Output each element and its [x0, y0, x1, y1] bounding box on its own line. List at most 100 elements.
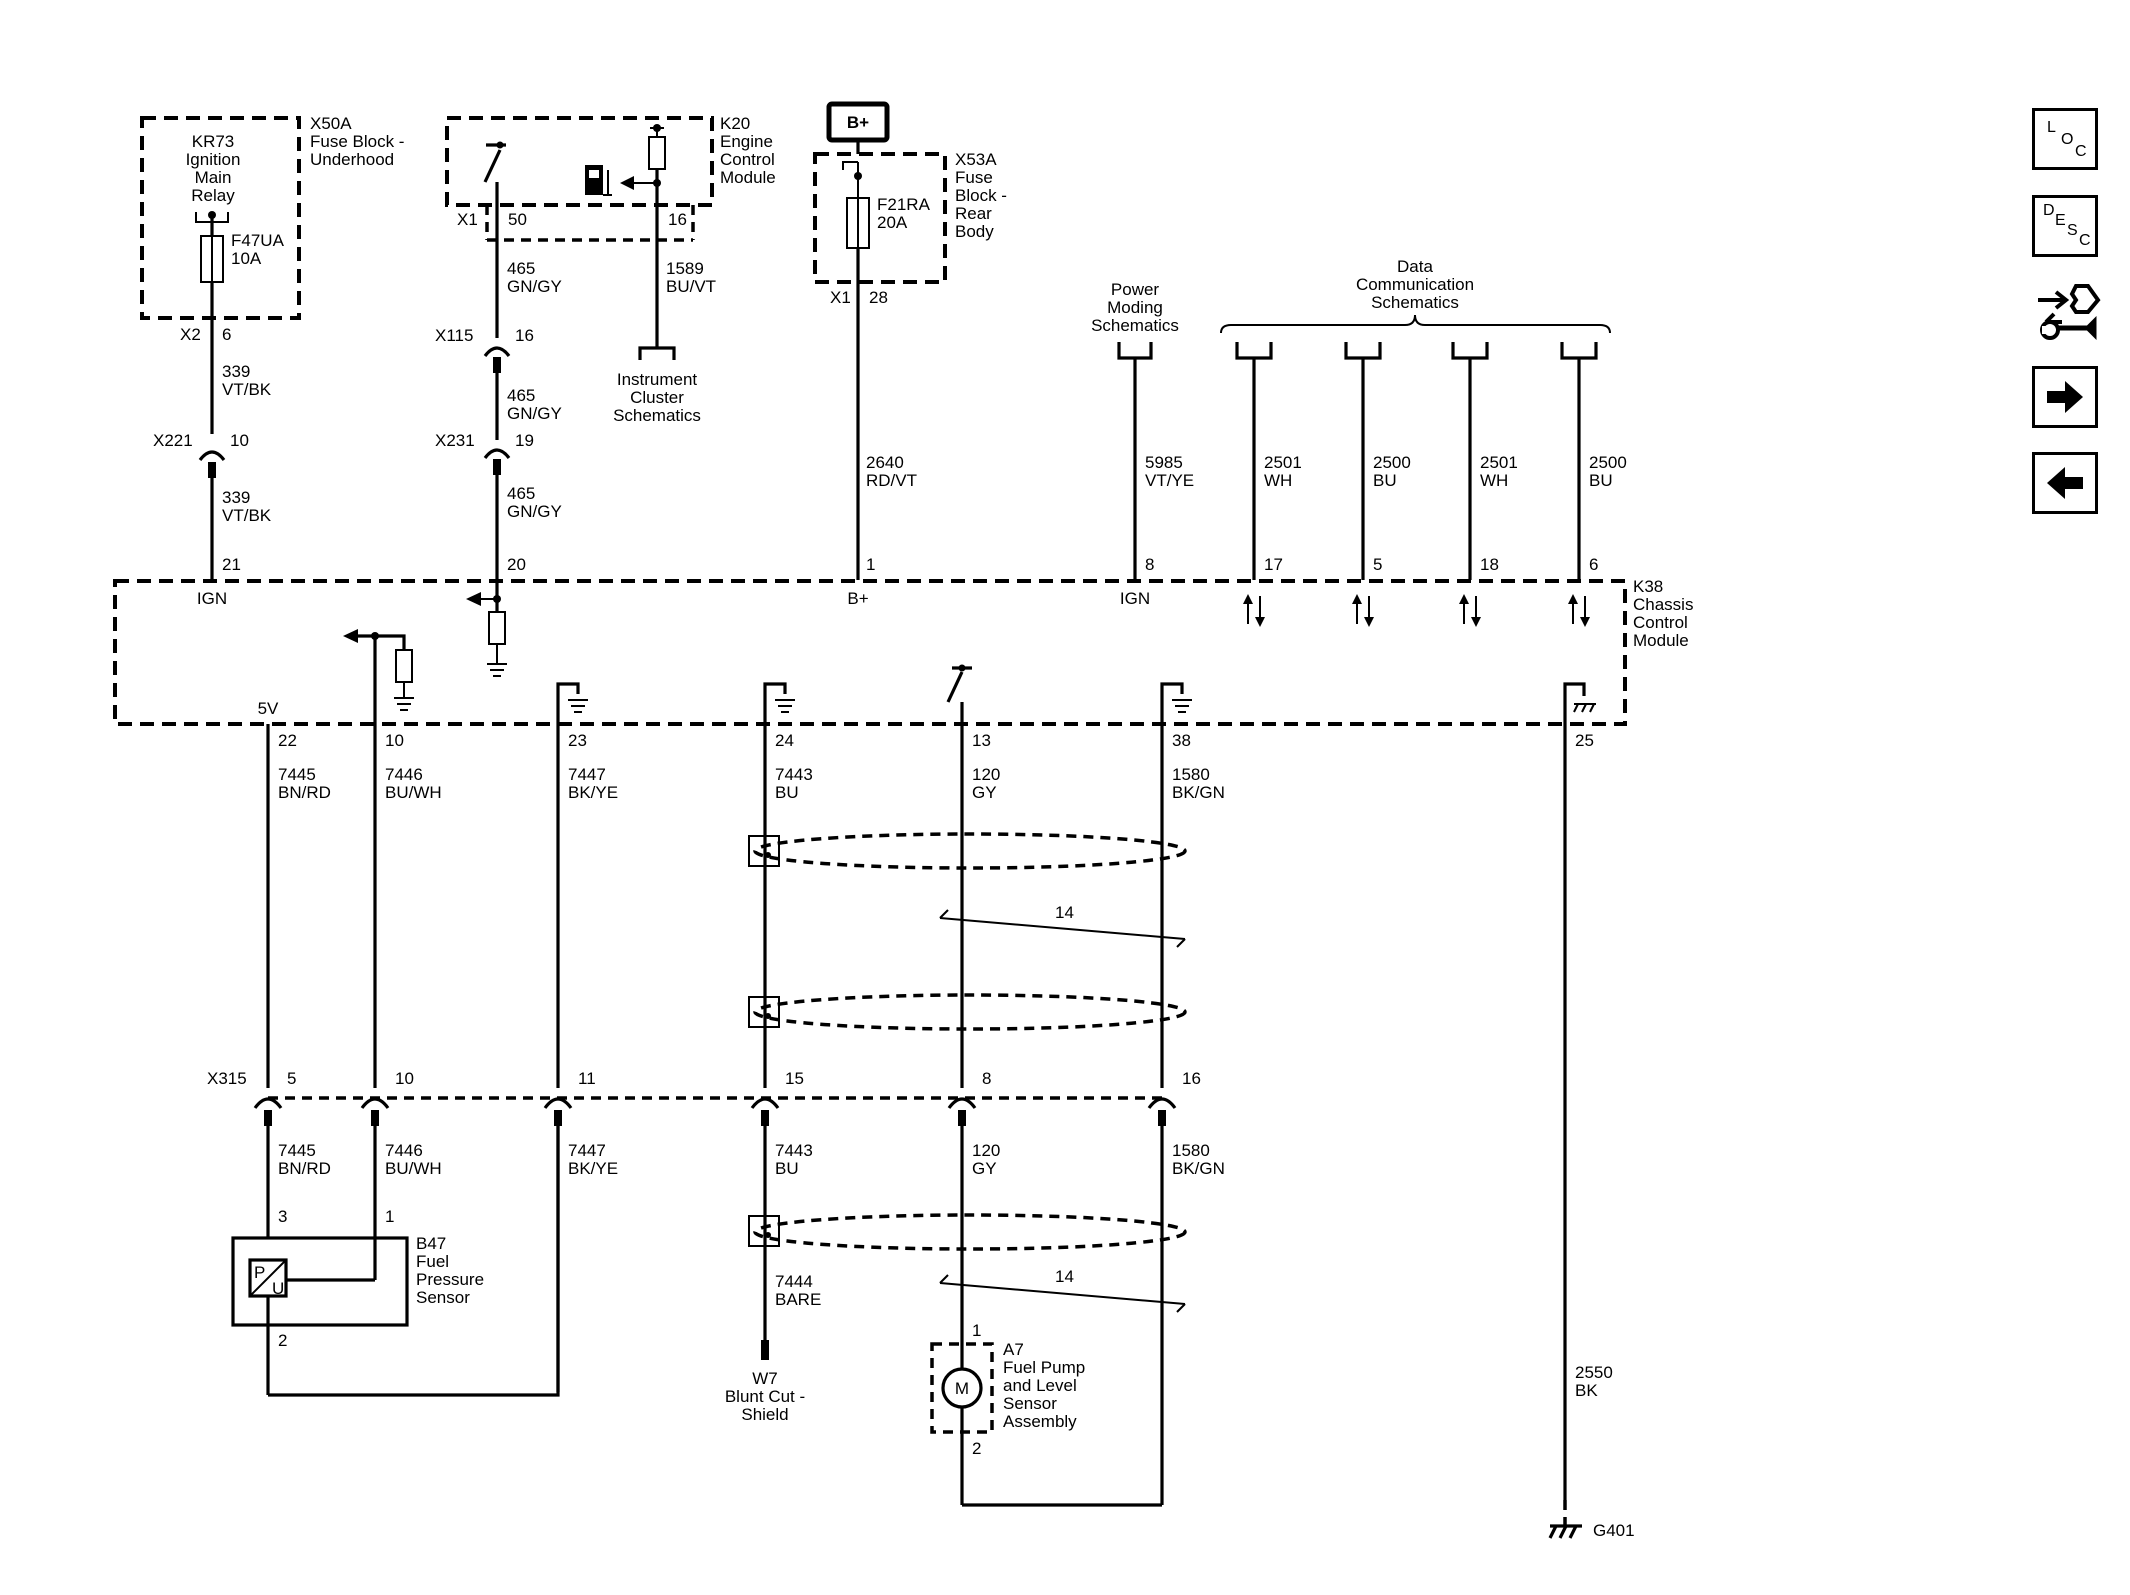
svg-text:Main: Main — [195, 168, 232, 187]
svg-text:Communication: Communication — [1356, 275, 1474, 294]
svg-text:465: 465 — [507, 259, 535, 278]
x53a-fuse-block: B+ X53A Fuse Block - Rear Body F21RA 20A… — [813, 101, 1007, 580]
svg-text:Assembly: Assembly — [1003, 1412, 1077, 1431]
svg-text:GN/GY: GN/GY — [507, 277, 562, 296]
svg-text:16: 16 — [1182, 1069, 1201, 1088]
svg-text:1580: 1580 — [1172, 765, 1210, 784]
svg-text:Shield: Shield — [741, 1405, 788, 1424]
svg-text:Control: Control — [720, 150, 775, 169]
svg-text:Body: Body — [955, 222, 994, 241]
svg-text:2501: 2501 — [1264, 453, 1302, 472]
loc-letter-o: O — [2061, 131, 2074, 148]
svg-text:GY: GY — [972, 783, 997, 802]
desc-letter-c: C — [2079, 232, 2091, 249]
x50a-fuse-block: X50A Fuse Block - Underhood KR73 Ignitio… — [140, 114, 404, 320]
svg-text:2500: 2500 — [1373, 453, 1411, 472]
svg-text:8: 8 — [1145, 555, 1154, 574]
svg-text:13: 13 — [972, 731, 991, 750]
svg-text:Module: Module — [1633, 631, 1689, 650]
connector-wrench-button[interactable] — [2032, 278, 2102, 344]
previous-page-button[interactable] — [2032, 452, 2098, 514]
svg-text:2640: 2640 — [866, 453, 904, 472]
svg-text:339: 339 — [222, 488, 250, 507]
svg-text:VT/YE: VT/YE — [1145, 471, 1194, 490]
fuel-pump-icon — [585, 165, 612, 196]
svg-text:F47UA: F47UA — [231, 231, 285, 250]
svg-text:GY: GY — [972, 1159, 997, 1178]
svg-text:Schematics: Schematics — [1091, 316, 1179, 335]
svg-text:7443: 7443 — [775, 765, 813, 784]
svg-text:14: 14 — [1055, 1267, 1074, 1286]
svg-text:Relay: Relay — [191, 186, 235, 205]
svg-text:15: 15 — [785, 1069, 804, 1088]
svg-text:BN/RD: BN/RD — [278, 1159, 331, 1178]
svg-text:GN/GY: GN/GY — [507, 404, 562, 423]
svg-text:Control: Control — [1633, 613, 1688, 632]
svg-text:B+: B+ — [847, 589, 868, 608]
svg-text:RD/VT: RD/VT — [866, 471, 917, 490]
svg-text:7445: 7445 — [278, 765, 316, 784]
svg-text:17: 17 — [1264, 555, 1283, 574]
svg-text:BK: BK — [1575, 1381, 1598, 1400]
svg-text:Blunt Cut -: Blunt Cut - — [725, 1387, 805, 1406]
x315-connector: X315 5 10 11 15 8 16 — [207, 1069, 1201, 1126]
svg-text:K20: K20 — [720, 114, 750, 133]
svg-text:Data: Data — [1397, 257, 1433, 276]
connector-wrench-icon — [2038, 284, 2101, 341]
svg-text:X2: X2 — [180, 325, 201, 344]
lower-circuit-pins: 22 10 23 24 13 38 25 — [278, 731, 1594, 750]
svg-text:24: 24 — [775, 731, 794, 750]
svg-text:465: 465 — [507, 484, 535, 503]
svg-text:18: 18 — [1480, 555, 1499, 574]
svg-text:KR73: KR73 — [192, 132, 235, 151]
svg-text:F21RA: F21RA — [877, 195, 931, 214]
svg-text:Instrument: Instrument — [617, 370, 698, 389]
svg-text:WH: WH — [1264, 471, 1292, 490]
shielded-twisted-pair-upper: 14 — [748, 832, 1187, 1031]
w7-shield: 7444 BARE W7 Blunt Cut - Shield — [725, 1272, 821, 1424]
svg-text:16: 16 — [668, 210, 687, 229]
svg-text:21: 21 — [222, 555, 241, 574]
svg-text:X50A: X50A — [310, 114, 352, 133]
svg-text:7446: 7446 — [385, 1141, 423, 1160]
svg-text:Chassis: Chassis — [1633, 595, 1693, 614]
svg-text:BK/YE: BK/YE — [568, 1159, 618, 1178]
svg-text:B47: B47 — [416, 1234, 446, 1253]
circuit-465: 465 GN/GY X115 16 465 GN/GY X231 19 465 … — [435, 182, 562, 590]
next-page-button[interactable] — [2032, 366, 2098, 428]
svg-text:BU: BU — [775, 783, 799, 802]
x115-connector-icon — [483, 346, 511, 358]
svg-text:2500: 2500 — [1589, 453, 1627, 472]
svg-text:Engine: Engine — [720, 132, 773, 151]
description-button[interactable]: D E S C — [2032, 195, 2098, 257]
svg-text:5985: 5985 — [1145, 453, 1183, 472]
svg-text:Fuse Block -: Fuse Block - — [310, 132, 404, 151]
svg-text:BK/GN: BK/GN — [1172, 783, 1225, 802]
svg-text:X1: X1 — [830, 288, 851, 307]
svg-text:1: 1 — [866, 555, 875, 574]
svg-text:Sensor: Sensor — [1003, 1394, 1057, 1413]
svg-text:25: 25 — [1575, 731, 1594, 750]
svg-text:BU: BU — [1373, 471, 1397, 490]
desc-letter-d: D — [2043, 202, 2055, 219]
power-moding-reference: Power Moding Schematics 5985 VT/YE 8 — [1091, 280, 1194, 580]
svg-text:VT/BK: VT/BK — [222, 380, 272, 399]
svg-text:BU/WH: BU/WH — [385, 1159, 442, 1178]
svg-text:X1: X1 — [457, 210, 478, 229]
svg-text:IGN: IGN — [197, 589, 227, 608]
chassis-ground-g401-icon — [1548, 1524, 1582, 1539]
svg-text:2550: 2550 — [1575, 1363, 1613, 1382]
svg-text:6: 6 — [1589, 555, 1598, 574]
svg-text:10A: 10A — [231, 249, 262, 268]
svg-text:K38: K38 — [1633, 577, 1663, 596]
svg-text:120: 120 — [972, 765, 1000, 784]
svg-text:BU/VT: BU/VT — [666, 277, 716, 296]
location-button[interactable]: L O C — [2032, 108, 2098, 170]
svg-text:BU/WH: BU/WH — [385, 783, 442, 802]
svg-text:BARE: BARE — [775, 1290, 821, 1309]
bidirectional-arrow-icon — [1459, 594, 1481, 627]
svg-text:WH: WH — [1480, 471, 1508, 490]
svg-text:G401: G401 — [1593, 1521, 1635, 1540]
k38-chassis-control-module: K38 Chassis Control Module IGN B+ IGN 5V — [113, 577, 1693, 726]
